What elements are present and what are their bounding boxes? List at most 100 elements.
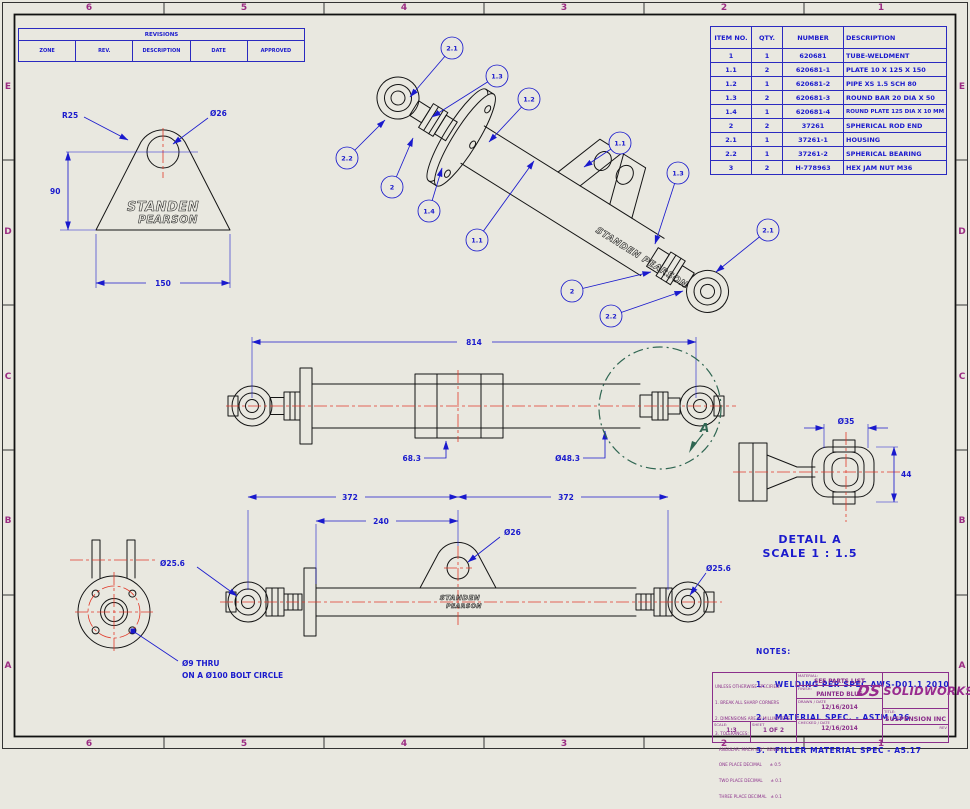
dim-pipe-od[interactable]: Ø48.3	[555, 454, 580, 463]
material-cell: MATERIAL: SEE PARTS LIST	[797, 673, 883, 686]
title-block: UNLESS OTHERWISE SPECIFIED: 1. BREAK ALL…	[712, 672, 970, 799]
dim-150[interactable]: 150	[155, 279, 171, 288]
dim-d26[interactable]: Ø26	[210, 109, 227, 118]
zone-bottom: 1	[877, 739, 885, 749]
dim-90[interactable]: 90	[50, 187, 60, 196]
zone-top: 3	[560, 3, 568, 13]
revisions-title: REVISIONS	[18, 28, 305, 41]
bolt-note-2[interactable]: ON A Ø100 BOLT CIRCLE	[182, 671, 283, 680]
dim-44[interactable]: 44	[901, 470, 911, 479]
balloon[interactable]: 2.1	[446, 45, 458, 53]
bottom-view[interactable]: STANDEN PEARSON 372 372 240 Ø26 Ø25.6 Ø2…	[160, 493, 731, 637]
zone-top: 6	[85, 3, 93, 13]
dim-372-left[interactable]: 372	[342, 493, 358, 502]
balloon[interactable]: 1.4	[423, 208, 435, 216]
zone-top: 2	[720, 3, 728, 13]
balloon-group[interactable]	[335, 36, 780, 328]
company-name: SUSPENSION INC	[884, 714, 947, 723]
detail-a-view[interactable]: Ø35 44 DETAIL A SCALE 1 : 1.5	[733, 417, 911, 560]
zone-left: A	[4, 661, 12, 671]
bom-col-qty: QTY.	[751, 26, 783, 49]
zone-right: D	[958, 227, 966, 237]
balloon[interactable]: 2.2	[341, 155, 353, 163]
balloon[interactable]: 2	[570, 288, 575, 296]
zone-right: A	[958, 661, 966, 671]
rev-col-rev: REV.	[75, 40, 134, 62]
rev-col-description: DESCRIPTION	[132, 40, 191, 62]
drawn-cell: DRAWN / DATE 12/16/2014	[797, 699, 883, 720]
scale-cell: SCALE: 1:3	[713, 721, 751, 742]
balloon[interactable]: 2.2	[605, 313, 617, 321]
balloon-labels[interactable]: 2.1 1.3 1.2 2.2 2 1.4 1.1 1.1 1.3 2.1 2 …	[341, 45, 774, 321]
rev-cell: REV	[939, 725, 947, 730]
rev-col-approved: APPROVED	[246, 40, 306, 62]
ds-logo-mark: DS	[855, 681, 883, 700]
dim-rodend-left[interactable]: Ø25.6	[160, 559, 185, 568]
dim-d35[interactable]: Ø35	[838, 417, 855, 426]
balloon[interactable]: 1.2	[523, 96, 535, 104]
zone-right: C	[958, 372, 966, 382]
zone-right: B	[958, 516, 966, 526]
rev-col-date: DATE	[189, 40, 248, 62]
dim-372-right[interactable]: 372	[558, 493, 574, 502]
note-line: 2. MATERIAL SPEC. - ASTM A36	[756, 713, 910, 722]
balloon[interactable]: 1.1	[614, 140, 626, 148]
side-view[interactable]: 814 68.3 Ø48.3 A	[226, 337, 736, 470]
zone-top: 5	[240, 3, 248, 13]
zone-left: D	[4, 227, 12, 237]
balloon[interactable]: 1.3	[491, 73, 503, 81]
balloon[interactable]: 1.3	[672, 170, 684, 178]
notes-title: NOTES:	[756, 647, 791, 656]
zone-bottom: 6	[85, 739, 93, 749]
bottom-logo-2: PEARSON	[446, 603, 482, 610]
bom-col-description: DESCRIPTION	[843, 26, 947, 49]
zone-top: 1	[877, 3, 885, 13]
bom-col-number: NUMBER	[782, 26, 844, 49]
sheet-cell: SHEET 1 OF 2	[751, 721, 797, 742]
dim-rodend-right[interactable]: Ø25.6	[706, 564, 731, 573]
bom-col-item: ITEM NO.	[710, 26, 752, 49]
dim-240[interactable]: 240	[373, 517, 389, 526]
tab-logo-2: PEARSON	[138, 214, 198, 226]
zone-right: E	[958, 82, 966, 92]
company-cell: TITLE: SUSPENSION INC	[883, 709, 948, 725]
balloon[interactable]: 2	[390, 184, 395, 192]
bolt-note-1[interactable]: Ø9 THRU	[182, 659, 219, 668]
dim-r25[interactable]: R25	[62, 111, 78, 120]
detail-scale: SCALE 1 : 1.5	[762, 547, 857, 560]
zone-bottom: 2	[720, 739, 728, 749]
zone-top: 4	[400, 3, 408, 13]
balloon[interactable]: 2.1	[762, 227, 774, 235]
tab-logo-1: STANDEN	[127, 200, 199, 215]
flange-end-view[interactable]: Ø9 THRU ON A Ø100 BOLT CIRCLE	[70, 539, 283, 680]
detail-title: DETAIL A	[778, 533, 841, 546]
revisions-table: REVISIONS ZONE REV. DESCRIPTION DATE APP…	[17, 28, 306, 62]
balloon[interactable]: 1.1	[471, 237, 483, 245]
dim-68[interactable]: 68.3	[402, 454, 421, 463]
detail-circle-label: A	[699, 421, 709, 435]
zone-bottom: 4	[400, 739, 408, 749]
dim-814[interactable]: 814	[466, 338, 482, 347]
bottom-logo-1: STANDEN	[440, 594, 481, 602]
zone-left: B	[4, 516, 12, 526]
rev-col-zone: ZONE	[17, 40, 77, 62]
tab-view[interactable]: STANDEN PEARSON 90 150 R25 Ø26	[50, 109, 231, 288]
drawing-canvas: STANDEN PEARSON	[2, 2, 968, 749]
checked-cell: CHECKED / DATE 12/16/2014	[797, 720, 883, 742]
dim-tab-hole[interactable]: Ø26	[504, 528, 521, 537]
zone-bottom: 3	[560, 739, 568, 749]
zone-left: C	[4, 372, 12, 382]
sheet-border	[2, 2, 968, 749]
tolerance-note: UNLESS OTHERWISE SPECIFIED: 1. BREAK ALL…	[713, 673, 797, 799]
finish-cell: FINISH: PAINTED BLUE	[797, 686, 883, 699]
